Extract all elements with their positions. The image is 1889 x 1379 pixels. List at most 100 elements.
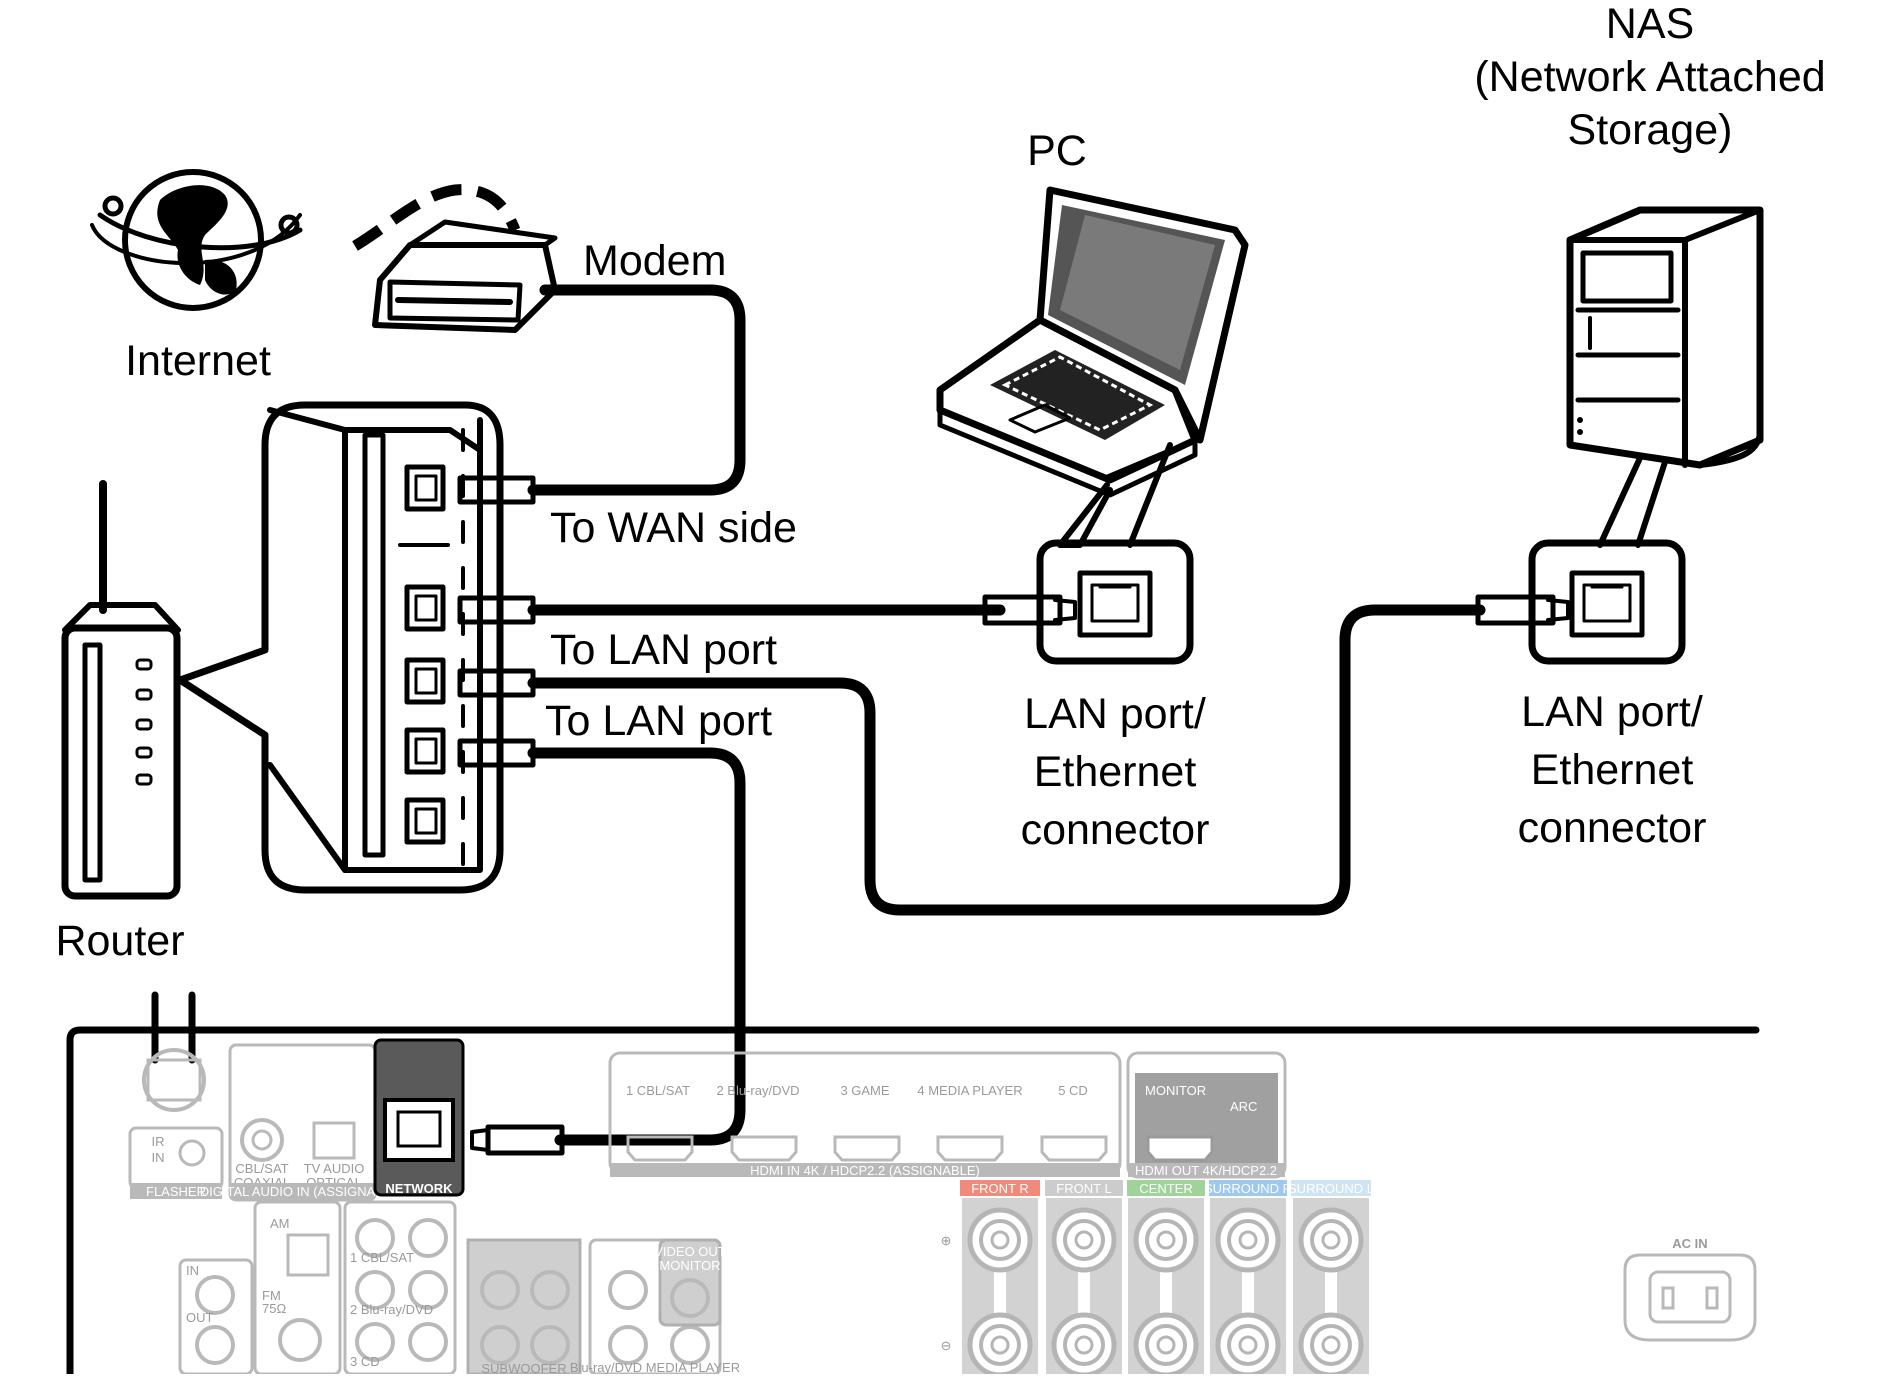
video-out-label: VIDEO OUT: [654, 1244, 726, 1259]
front-r-color-tab: [960, 1180, 1040, 1196]
speaker-terminal-center: [1156, 1335, 1176, 1355]
speaker-terminal-ring: [1310, 1219, 1352, 1261]
hdmi-out-arc-label: ARC: [1230, 1099, 1257, 1114]
speaker-terminal-ring: [1310, 1324, 1352, 1366]
router-lan-port-3: [404, 727, 446, 775]
modem-icon: [372, 219, 558, 333]
cable-router-to-receiver: [527, 747, 746, 1146]
speaker-terminal-center: [1321, 1335, 1341, 1355]
speaker-terminal-center: [1074, 1230, 1094, 1250]
optical-label: TV AUDIO: [304, 1161, 365, 1176]
nas-lan-port-label-line2: Ethernet: [1531, 746, 1694, 794]
speaker-terminal-ring: [1063, 1324, 1105, 1366]
speaker-terminal-post: [1051, 1207, 1117, 1273]
nas-lan-port-label-line3: connector: [1518, 804, 1707, 852]
analog-in-2-label: 2 Blu-ray/DVD: [350, 1302, 433, 1317]
surround-l-label: SURROUND L: [1288, 1181, 1374, 1196]
router-lan-port-2: [404, 657, 446, 705]
router-port-callout: [176, 401, 536, 894]
hdmi-in-2-label: 2 Blu-ray/DVD: [716, 1083, 799, 1098]
hdmi-out-label: HDMI OUT 4K/HDCP2.2: [1135, 1163, 1277, 1178]
analog-in-1-label: 1 CBL/SAT: [350, 1250, 414, 1265]
nas-label-line1: NAS: [1606, 0, 1694, 48]
surround-r-label: SURROUND R: [1204, 1181, 1292, 1196]
plus-symbol: ⊕: [941, 1233, 952, 1248]
receiver-rear-panel: IR IN FLASHER CBL/SAT COAXIAL TV AUDIO O…: [66, 991, 1760, 1378]
nas-lan-port-label-line1: LAN port/: [1521, 688, 1703, 736]
router-lan-port-4: [404, 797, 446, 845]
speaker-terminal-center: [1156, 1230, 1176, 1250]
speaker-terminal-center: [1074, 1335, 1094, 1355]
fm-ohm-label: 75Ω: [262, 1301, 286, 1316]
ir-in-label: IR: [152, 1134, 165, 1149]
out-label: OUT: [186, 1310, 214, 1325]
speaker-terminal-center: [1238, 1230, 1258, 1250]
router-icon: [61, 480, 181, 900]
hdmi-in-3-label: 3 GAME: [840, 1083, 889, 1098]
to-wan-side-label: To WAN side: [550, 504, 797, 552]
speaker-terminal-ring: [979, 1219, 1021, 1261]
router-label: Router: [55, 917, 184, 965]
internet-label: Internet: [125, 337, 271, 385]
subwoofer-label: SUBWOOFER: [481, 1361, 566, 1374]
cable-modem-to-wan: [527, 284, 746, 496]
pc-lan-port-callout: [1036, 442, 1194, 665]
hdmi-in-5-label: 5 CD: [1058, 1083, 1088, 1098]
speaker-terminal-ring: [1063, 1219, 1105, 1261]
ethernet-plug: [457, 475, 536, 768]
pc-label: PC: [1027, 127, 1087, 175]
surround-l-color-tab: [1291, 1180, 1371, 1196]
speaker-terminal-center: [990, 1230, 1010, 1250]
nas-lan-port-callout: [1528, 455, 1686, 665]
speaker-terminal-ring: [1227, 1324, 1269, 1366]
in-label: IN: [186, 1263, 199, 1278]
media-player-label: Blu-ray/DVD MEDIA PLAYER: [570, 1360, 740, 1374]
hdmi-in-1-label: 1 CBL/SAT: [626, 1083, 690, 1098]
speaker-terminal-ring: [1145, 1219, 1187, 1261]
speaker-terminal-post: [967, 1207, 1033, 1273]
flasher-label: FLASHER: [146, 1184, 206, 1199]
am-label: AM: [270, 1216, 290, 1231]
front-r-label: FRONT R: [971, 1181, 1029, 1196]
analog-in-3-label: 3 CD: [350, 1354, 380, 1369]
minus-symbol: ⊖: [941, 1338, 952, 1353]
speaker-terminal-center: [1238, 1335, 1258, 1355]
center-color-tab: [1127, 1180, 1205, 1196]
center-label: CENTER: [1139, 1181, 1192, 1196]
ethernet-plug: [470, 594, 1570, 1156]
coaxial-label: CBL/SAT: [235, 1161, 288, 1176]
digital-audio-in-label: DIGITAL AUDIO IN (ASSIGNABLE): [200, 1184, 404, 1199]
speaker-terminal-ring: [1145, 1324, 1187, 1366]
pc-lan-port-label-line3: connector: [1021, 806, 1210, 854]
speaker-terminal-ring: [1227, 1219, 1269, 1261]
ir-in-label-2: IN: [152, 1150, 165, 1165]
nas-server-icon: [1566, 206, 1764, 469]
internet-globe-icon: [90, 169, 303, 311]
speaker-terminal-post: [1133, 1207, 1199, 1273]
front-l-color-tab: [1045, 1180, 1123, 1196]
to-lan-port-label-1: To LAN port: [550, 626, 777, 674]
router-wan-port: [404, 464, 446, 512]
pc-lan-port-label-line2: Ethernet: [1034, 748, 1197, 796]
nas-label-line3: Storage): [1568, 106, 1733, 154]
nas-label-line2: (Network Attached: [1474, 53, 1825, 101]
speaker-terminal-post: [1298, 1207, 1364, 1273]
hdmi-out-monitor-label: MONITOR: [1145, 1083, 1206, 1098]
pc-lan-port-label-line1: LAN port/: [1024, 690, 1206, 738]
speaker-terminals: [962, 1198, 1369, 1378]
network-port-label: NETWORK: [385, 1181, 453, 1196]
hdmi-in-label: HDMI IN 4K / HDCP2.2 (ASSIGNABLE): [750, 1163, 980, 1178]
cable-router-to-nas: [527, 604, 1486, 916]
video-monitor-label: MONITOR: [659, 1258, 720, 1273]
router-lan-port-1: [404, 584, 446, 632]
hdmi-in-4-label: 4 MEDIA PLAYER: [917, 1083, 1022, 1098]
speaker-terminal-center: [990, 1335, 1010, 1355]
front-l-label: FRONT L: [1056, 1181, 1111, 1196]
modem-label: Modem: [583, 237, 726, 285]
surround-r-color-tab: [1209, 1180, 1287, 1196]
speaker-terminal-post: [1215, 1207, 1281, 1273]
ac-in-label: AC IN: [1672, 1236, 1707, 1251]
fm-label: FM: [262, 1288, 281, 1303]
speaker-terminal-center: [1321, 1230, 1341, 1250]
